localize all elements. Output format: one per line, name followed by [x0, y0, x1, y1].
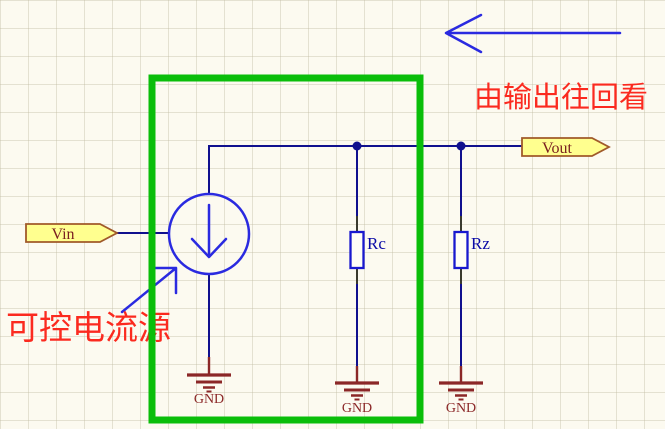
current-source-symbol	[167, 192, 251, 276]
gnd-rz-label: GND	[446, 401, 476, 416]
feedback-network-box	[148, 74, 424, 424]
port-vout: Vout	[521, 137, 611, 157]
junction-dot-rc	[352, 141, 362, 151]
resistor-rz: Rz	[453, 216, 490, 284]
port-vout-label: Vout	[542, 140, 572, 157]
gnd-symbol-rz: GND	[439, 366, 483, 416]
port-vin-label: Vin	[51, 226, 74, 243]
current-source-arrow-icon	[190, 203, 228, 259]
gnd-symbol-source: GND	[187, 357, 231, 407]
port-vin-shape	[25, 223, 119, 243]
resistor-rz-body	[453, 230, 469, 270]
annotation-current-source: 可控电流源	[6, 310, 171, 347]
look-back-arrow-icon	[444, 13, 622, 54]
resistor-rc-label: Rc	[367, 234, 386, 253]
gnd-rc-label: GND	[342, 401, 372, 416]
wire-output-net	[208, 145, 522, 193]
port-vin: Vin	[25, 223, 119, 243]
gnd-symbol-rc: GND	[335, 366, 379, 416]
resistor-rz-label: Rz	[471, 234, 490, 253]
port-vout-shape	[521, 137, 611, 157]
resistor-rc: Rc	[349, 216, 386, 284]
current-source-circle	[167, 192, 251, 276]
junction-dot-rz	[456, 141, 466, 151]
resistor-rc-body	[349, 230, 365, 270]
annotation-look-back: 由输出往回看	[474, 81, 648, 114]
gnd-source-label: GND	[194, 392, 224, 407]
